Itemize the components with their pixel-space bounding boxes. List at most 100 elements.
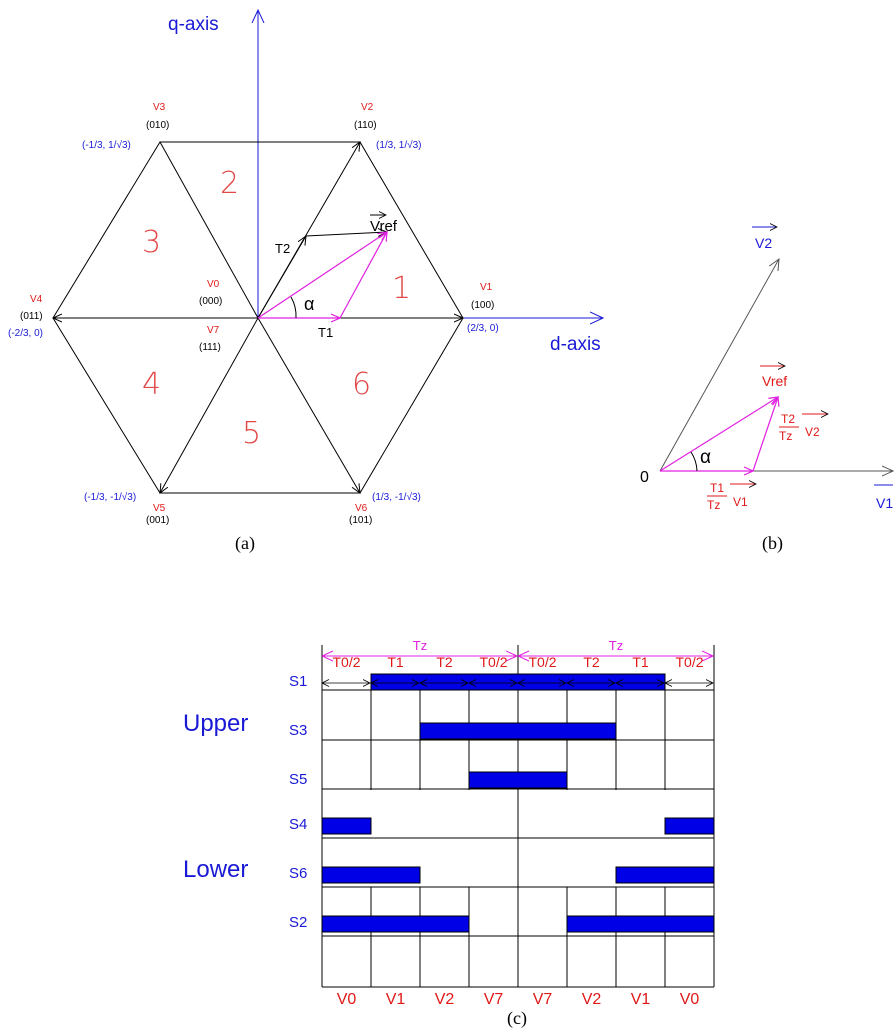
v0-name: V0 xyxy=(207,279,220,290)
t1-numerator: T1 xyxy=(710,481,724,495)
t2-numerator: T2 xyxy=(781,412,795,426)
bar-s4-7 xyxy=(664,817,715,835)
t2-to-vref-arrow xyxy=(339,232,387,319)
v4-code: (011) xyxy=(20,311,43,322)
v1-code: (100) xyxy=(471,300,494,311)
origin-label: 0 xyxy=(640,469,649,486)
sector-4: 4 xyxy=(142,367,161,402)
t2-label: T2 xyxy=(275,241,290,256)
interval-label-3: T0/2 xyxy=(479,654,507,670)
vector-seq-0: V0 xyxy=(337,991,357,1008)
v1-name: V1 xyxy=(480,282,493,293)
bar-s2-5 xyxy=(566,915,715,933)
interval-label-0: T0/2 xyxy=(332,654,360,670)
sector-3: 3 xyxy=(142,225,161,260)
v6-coord: (1/3, -1/√3) xyxy=(372,491,421,503)
switching-grid xyxy=(321,645,715,988)
bar-s3-2 xyxy=(419,722,617,740)
sector-5: 5 xyxy=(242,416,261,451)
sector-6: 6 xyxy=(352,367,371,402)
d-axis-label: d-axis xyxy=(550,334,601,355)
spoke-v6 xyxy=(257,317,360,493)
q-axis-label: q-axis xyxy=(168,14,219,35)
v2-label-b: V2 xyxy=(755,235,772,251)
v5-code: (001) xyxy=(146,515,169,526)
alpha-arc xyxy=(290,296,297,319)
v1-term-label: V1 xyxy=(733,495,748,509)
t2-v2-component xyxy=(752,397,778,472)
vref-arrow xyxy=(257,232,387,319)
interval-label-6: T1 xyxy=(632,654,649,670)
vref-label: Vref xyxy=(370,218,398,235)
hexagon-diagram: q-axis d-axis α T1 T2 Vref 1 2 3 4 5 6 V… xyxy=(8,10,603,554)
vref-arrow-b xyxy=(659,397,778,472)
v6-code: (101) xyxy=(349,515,372,526)
v6-name: V6 xyxy=(355,503,368,514)
t2-parallel-line xyxy=(305,232,387,236)
row-label-s4: S4 xyxy=(289,816,307,833)
v2-coord: (1/3, 1/√3) xyxy=(376,139,422,151)
bar-s2-0 xyxy=(321,915,470,933)
vector-diagram: α 0 V2 Vref T2 Tz V2 T1 Tz V1 V1 (b) xyxy=(640,227,893,554)
sector-1: 1 xyxy=(392,271,411,306)
t1-denominator: Tz xyxy=(707,498,720,512)
spoke-v5 xyxy=(160,317,259,493)
lower-group-label: Lower xyxy=(183,856,248,883)
bar-s6-0 xyxy=(321,866,421,884)
vector-seq-7: V0 xyxy=(680,991,700,1008)
alpha-arc-b xyxy=(690,451,698,472)
v4-coord: (-2/3, 0) xyxy=(8,328,43,339)
interval-label-7: T0/2 xyxy=(675,654,703,670)
t1-label: T1 xyxy=(318,325,333,340)
v2-axis-arrow xyxy=(659,259,779,472)
v5-name: V5 xyxy=(153,503,166,514)
v3-name: V3 xyxy=(153,102,166,113)
v7-name: V7 xyxy=(207,325,220,336)
v4-name: V4 xyxy=(30,294,43,305)
tz-label-1: Tz xyxy=(413,638,427,653)
vector-seq-3: V7 xyxy=(484,991,504,1008)
tz-label-2: Tz xyxy=(609,638,623,653)
bar-s5-3 xyxy=(468,771,568,789)
v3-coord: (-1/3, 1/√3) xyxy=(82,139,131,151)
v2-term-label: V2 xyxy=(805,425,820,439)
row-label-s2: S2 xyxy=(289,914,307,931)
t2-denominator: Tz xyxy=(779,429,792,443)
vector-seq-4: V7 xyxy=(533,991,553,1008)
vref-label-b: Vref xyxy=(762,373,787,389)
v1-label-b: V1 xyxy=(876,495,893,511)
alpha-label: α xyxy=(304,294,314,314)
sector-2: 2 xyxy=(220,166,239,201)
vector-seq-5: V2 xyxy=(582,991,602,1008)
v1-coord: (2/3, 0) xyxy=(467,323,499,334)
upper-group-label: Upper xyxy=(183,710,248,737)
caption-c: (c) xyxy=(507,1008,527,1029)
row-label-s6: S6 xyxy=(289,865,307,882)
spoke-v3 xyxy=(159,141,259,319)
v7-code: (111) xyxy=(199,342,221,353)
interval-label-5: T2 xyxy=(583,654,600,670)
alpha-label-b: α xyxy=(700,447,711,468)
interval-label-4: T0/2 xyxy=(528,654,556,670)
v3-code: (010) xyxy=(146,120,169,131)
caption-b: (b) xyxy=(762,533,783,554)
v5-coord: (-1/3, -1/√3) xyxy=(84,491,136,503)
interval-label-1: T1 xyxy=(387,654,404,670)
row-label-s5: S5 xyxy=(289,771,307,788)
row-label-s1: S1 xyxy=(289,673,307,690)
vector-seq-6: V1 xyxy=(631,991,651,1008)
bar-s6-6 xyxy=(615,866,715,884)
interval-label-2: T2 xyxy=(436,654,453,670)
vector-seq-1: V1 xyxy=(386,991,406,1008)
t2-component-arrow xyxy=(257,236,306,319)
v0-code: (000) xyxy=(199,296,222,307)
caption-a: (a) xyxy=(235,533,255,554)
vector-seq-2: V2 xyxy=(435,991,455,1008)
v2-code: (110) xyxy=(354,120,377,131)
bar-s4-0 xyxy=(321,817,372,835)
row-label-s3: S3 xyxy=(289,722,307,739)
